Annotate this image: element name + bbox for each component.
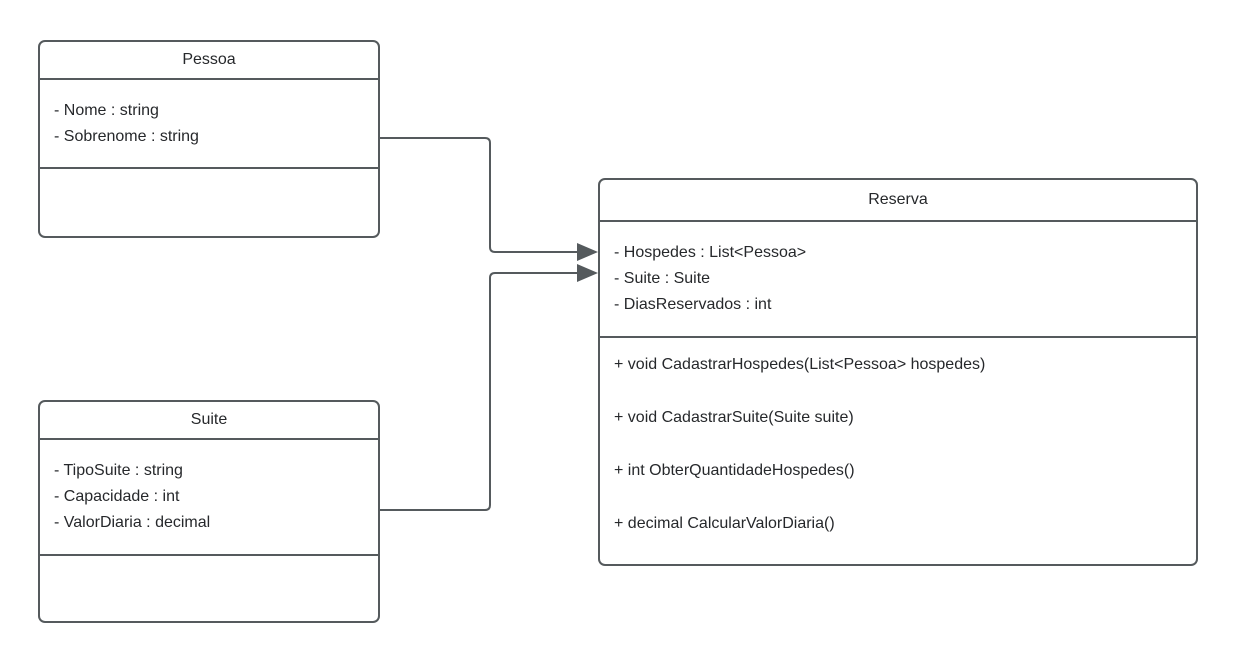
uml-class-reserva-title: Reserva xyxy=(600,180,1196,222)
relationship-pessoa-to-reserva-line xyxy=(380,137,580,253)
uml-operation: + void CadastrarSuite(Suite suite) xyxy=(614,409,854,426)
uml-operation: + void CadastrarHospedes(List<Pessoa> ho… xyxy=(614,356,986,373)
uml-attribute: - Hospedes : List<Pessoa> xyxy=(614,244,807,261)
uml-class-suite-operations xyxy=(40,556,378,619)
uml-class-suite-attributes: - TipoSuite : string - Capacidade : int … xyxy=(40,440,378,556)
uml-attribute: - Sobrenome : string xyxy=(54,128,199,145)
uml-class-pessoa-title: Pessoa xyxy=(40,42,378,80)
uml-attribute: - DiasReservados : int xyxy=(614,296,772,313)
relationship-pessoa-to-reserva-arrowhead xyxy=(577,243,598,261)
uml-attribute: - Nome : string xyxy=(54,102,159,119)
uml-class-pessoa-attributes: - Nome : string - Sobrenome : string xyxy=(40,80,378,169)
uml-attribute: - Capacidade : int xyxy=(54,488,180,505)
uml-class-suite-title: Suite xyxy=(40,402,378,440)
relationship-suite-to-reserva-line xyxy=(380,272,580,511)
relationship-suite-to-reserva xyxy=(380,264,598,511)
uml-attribute: - ValorDiaria : decimal xyxy=(54,514,211,531)
uml-class-pessoa[interactable]: Pessoa - Nome : string - Sobrenome : str… xyxy=(38,40,380,238)
uml-class-reserva[interactable]: Reserva - Hospedes : List<Pessoa> - Suit… xyxy=(598,178,1198,566)
uml-class-reserva-attributes: - Hospedes : List<Pessoa> - Suite : Suit… xyxy=(600,222,1196,338)
uml-class-pessoa-operations xyxy=(40,169,378,234)
uml-operation: + int ObterQuantidadeHospedes() xyxy=(614,462,855,479)
uml-class-reserva-operations: + void CadastrarHospedes(List<Pessoa> ho… xyxy=(600,338,1196,564)
uml-operation: + decimal CalcularValorDiaria() xyxy=(614,515,835,532)
relationship-pessoa-to-reserva xyxy=(380,137,598,261)
uml-attribute: - TipoSuite : string xyxy=(54,462,183,479)
uml-attribute: - Suite : Suite xyxy=(614,270,711,287)
relationship-suite-to-reserva-arrowhead xyxy=(577,264,598,282)
uml-class-suite[interactable]: Suite - TipoSuite : string - Capacidade … xyxy=(38,400,380,623)
